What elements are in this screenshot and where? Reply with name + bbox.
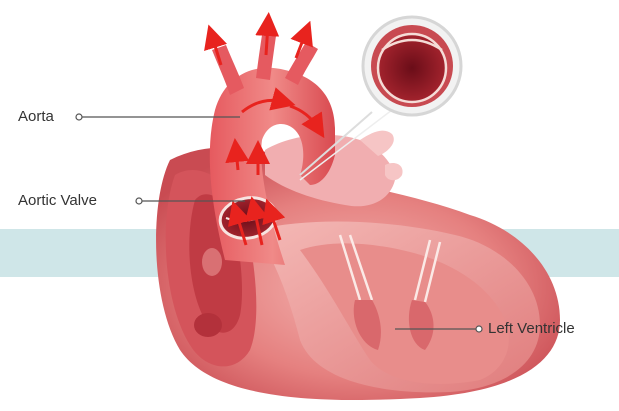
label-left-ventricle: Left Ventricle [488, 320, 575, 337]
valve-inset-lumen [378, 34, 446, 102]
label-aortic-valve: Aortic Valve [18, 192, 97, 209]
label-aorta: Aorta [18, 108, 54, 125]
